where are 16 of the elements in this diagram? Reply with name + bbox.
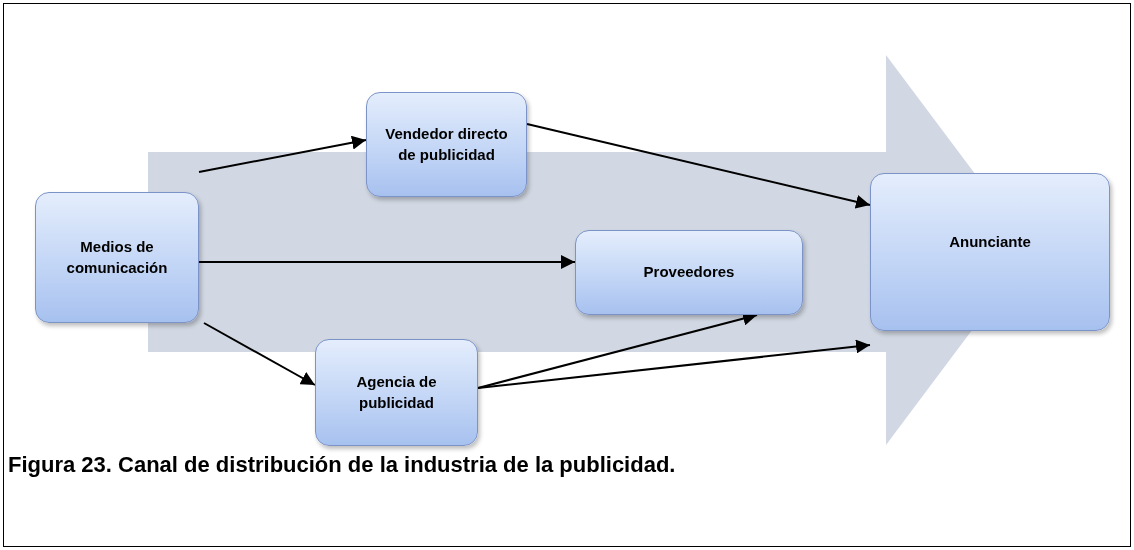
process-box <box>366 92 527 197</box>
process-box <box>575 230 803 315</box>
process-box <box>315 339 478 446</box>
arrow <box>198 255 576 269</box>
box-label: Medios de comunicación <box>65 237 169 278</box>
process-box <box>870 173 1110 331</box>
box-label: Proveedores <box>643 262 735 283</box>
arrow <box>526 123 871 209</box>
process-box <box>35 192 199 323</box>
box-label: Anunciante <box>948 232 1032 252</box>
arrow <box>477 339 871 389</box>
figure-caption: Figura 23. Canal de distribución de la industria de la publicidad. <box>8 452 676 478</box>
box-label: Vendedor directo de publicidad <box>384 124 509 165</box>
arrow <box>203 322 316 386</box>
arrow <box>198 135 367 173</box>
box-label: Agencia de publicidad <box>355 372 438 413</box>
